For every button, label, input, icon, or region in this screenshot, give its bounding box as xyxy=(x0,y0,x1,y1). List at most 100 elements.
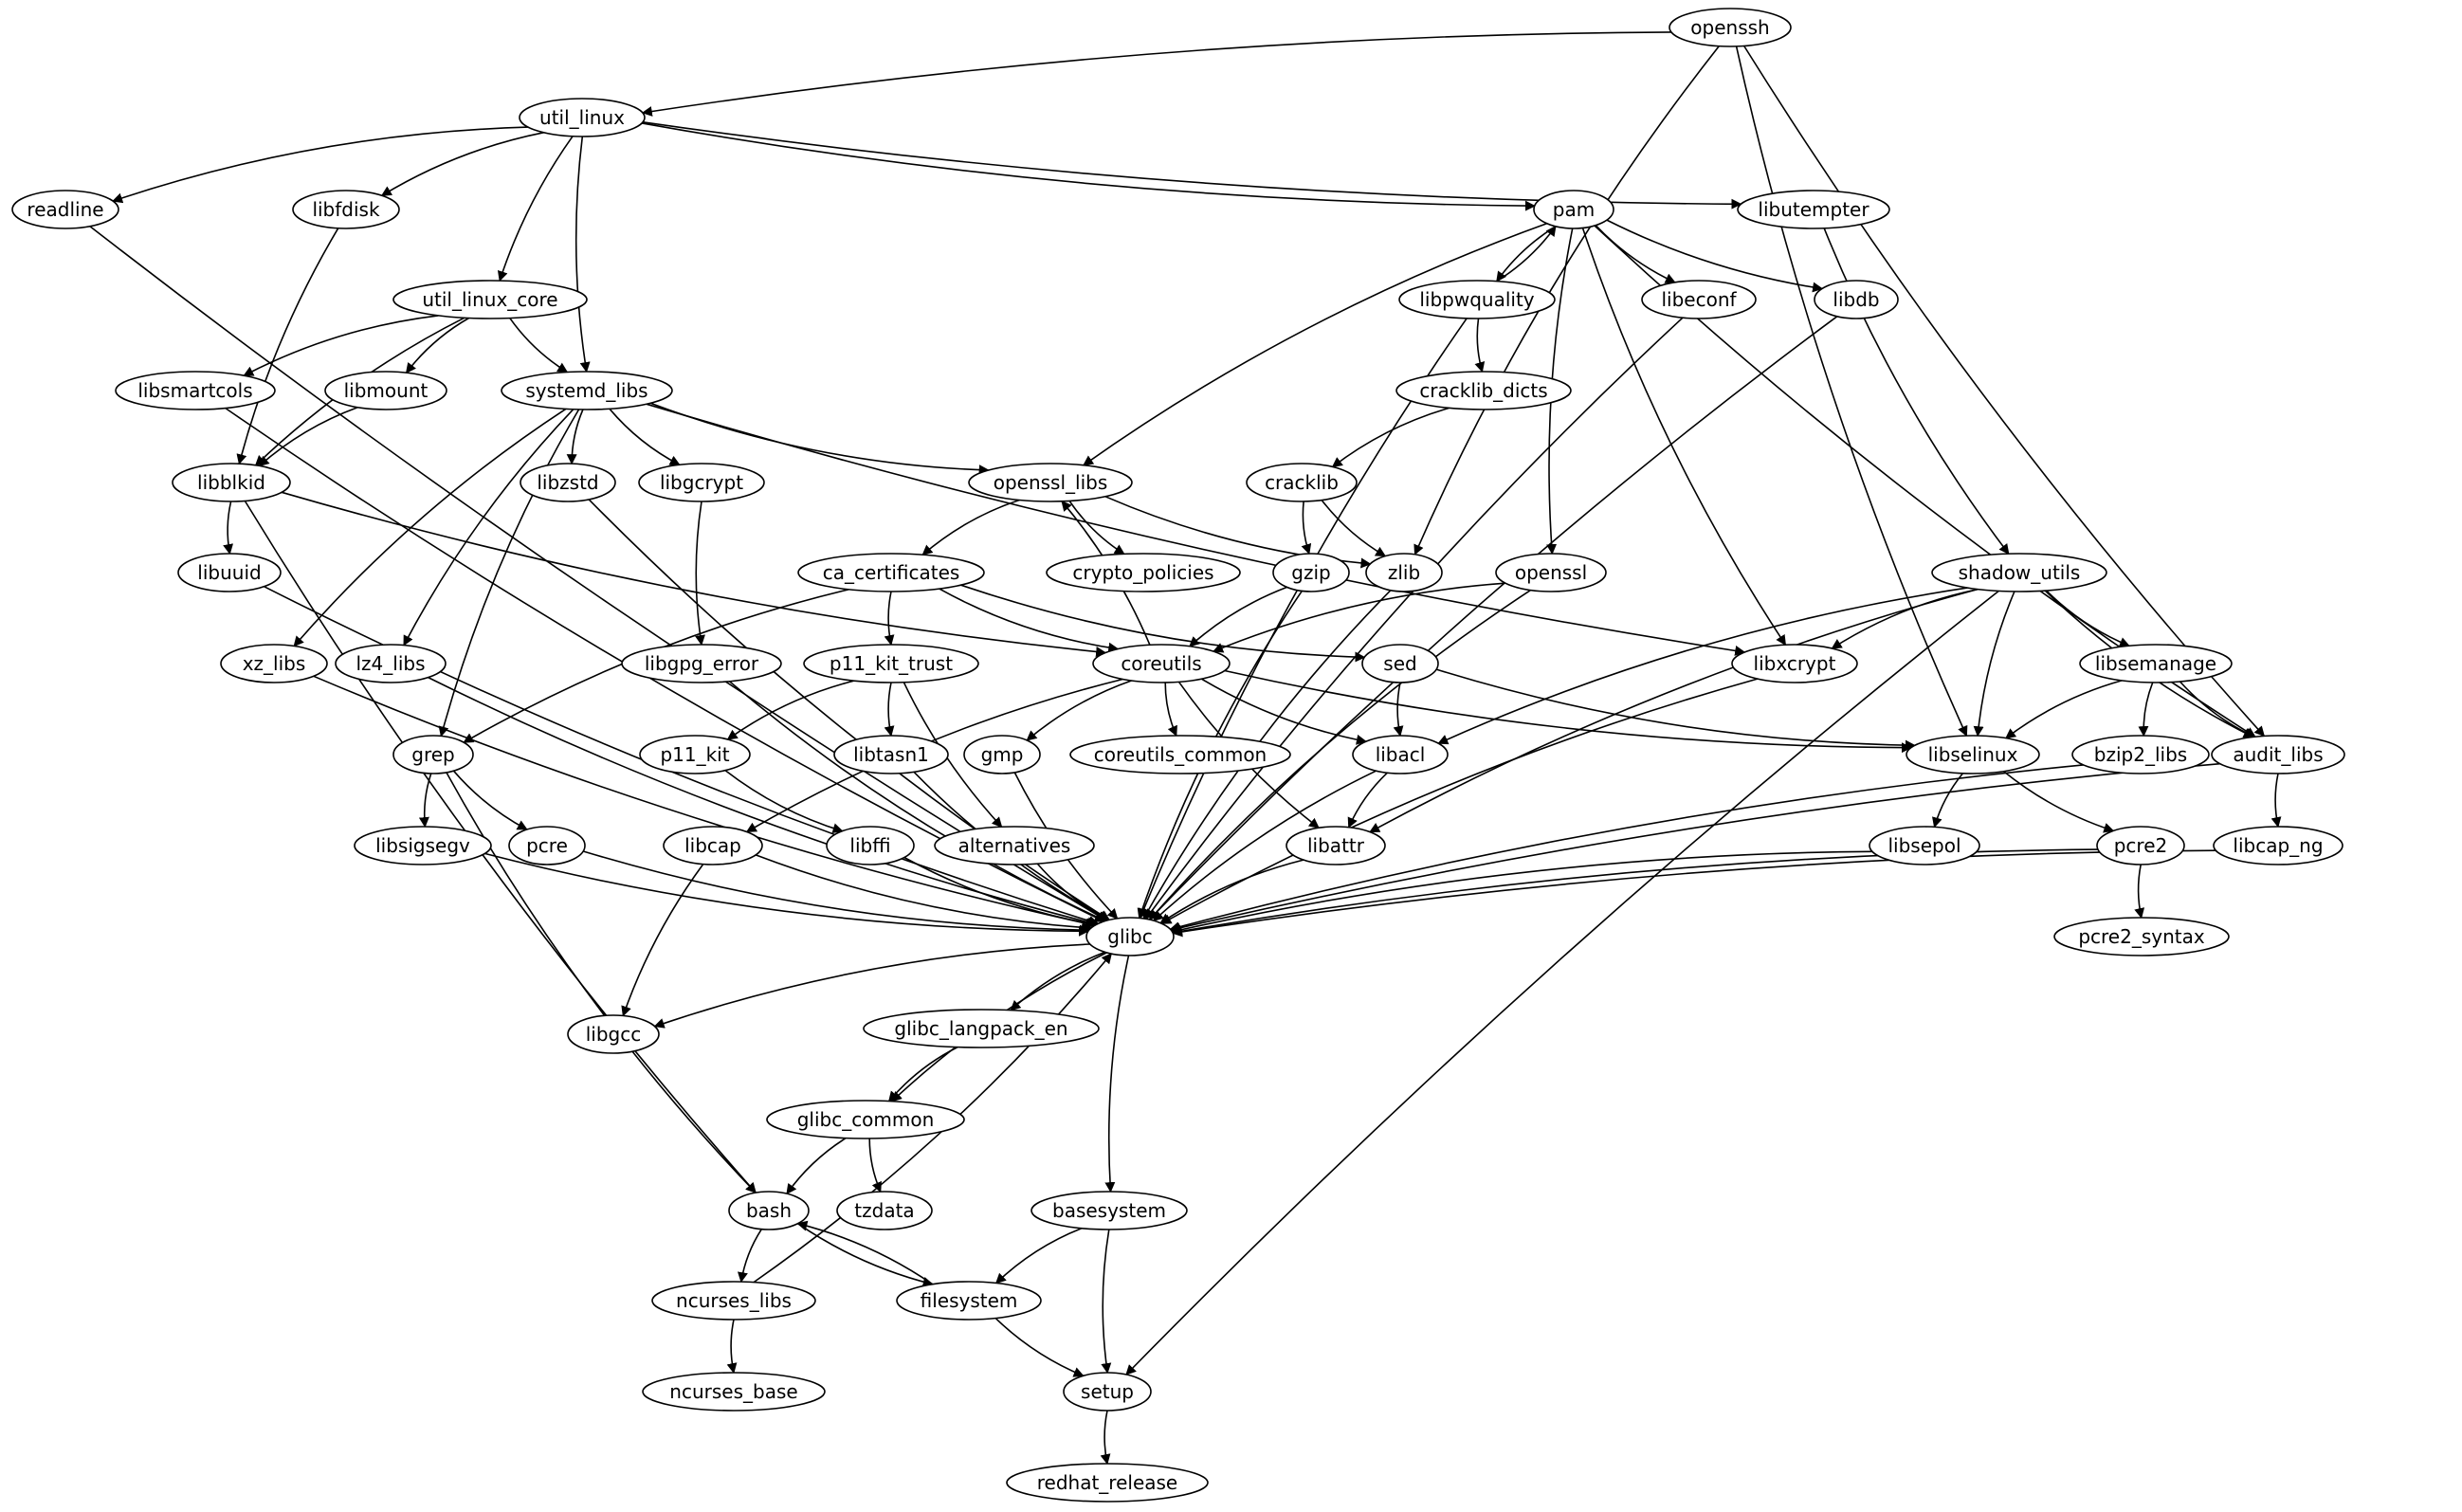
edge-systemd_libs-to-libxcrypt xyxy=(646,403,1746,656)
edge-basesystem-to-setup xyxy=(1101,1229,1112,1375)
node-libmount-label: libmount xyxy=(344,379,429,402)
node-zlib: zlib xyxy=(1365,553,1443,592)
edge-systemd_libs-to-openssl_libs xyxy=(649,402,990,476)
edge-systemd_libs-to-xz_libs xyxy=(293,408,567,647)
node-libuuid-label: libuuid xyxy=(197,561,261,584)
edge-libacl-to-libattr xyxy=(1347,772,1388,829)
edge-util_linux-to-systemd_libs xyxy=(574,136,591,373)
node-glibc_common-label: glibc_common xyxy=(797,1108,935,1131)
edge-glibc-to-libgcc xyxy=(653,943,1090,1029)
edge-libpwquality-to-cracklib_dicts xyxy=(1474,318,1486,373)
edge-pam-to-libxcrypt xyxy=(1581,228,1787,647)
node-libpwquality-shape xyxy=(1398,280,1556,319)
node-readline-label: readline xyxy=(27,198,103,221)
node-pcre: pcre xyxy=(508,826,586,865)
edge-cracklib-to-zlib xyxy=(1321,500,1387,557)
node-bzip2_libs-shape xyxy=(2071,735,2210,774)
node-libcap_ng-label: libcap_ng xyxy=(2233,834,2323,857)
node-openssh: openssh xyxy=(1669,8,1792,47)
node-bzip2_libs: bzip2_libs xyxy=(2071,735,2210,774)
node-libdb-shape xyxy=(1814,280,1899,319)
node-xz_libs-shape xyxy=(220,644,328,683)
node-crypto_policies-label: crypto_policies xyxy=(1072,561,1213,584)
node-redhat_release-shape xyxy=(1006,1463,1209,1503)
node-glibc_common: glibc_common xyxy=(766,1100,965,1139)
edge-libzstd-to-glibc xyxy=(588,499,1111,921)
node-pam-shape xyxy=(1533,190,1614,229)
edge-openssl_libs-to-ca_certificates xyxy=(921,499,1020,556)
edge-audit_libs-to-libcap_ng xyxy=(2271,773,2282,829)
node-bash-shape xyxy=(728,1191,810,1230)
edge-bash-to-filesystem xyxy=(797,1223,934,1287)
node-ncurses_base-shape xyxy=(642,1372,826,1412)
node-libsigsegv-label: libsigsegv xyxy=(375,834,470,857)
node-redhat_release: redhat_release xyxy=(1006,1463,1209,1503)
node-redhat_release-label: redhat_release xyxy=(1037,1471,1178,1494)
edge-gzip-to-coreutils xyxy=(1189,586,1287,647)
node-libgpg_error-shape xyxy=(621,644,782,683)
node-libsigsegv-shape xyxy=(354,826,492,865)
node-libutempter-shape xyxy=(1737,190,1890,229)
node-cracklib_dicts-shape xyxy=(1395,371,1572,410)
node-libfdisk: libfdisk xyxy=(292,190,400,229)
node-filesystem: filesystem xyxy=(896,1281,1042,1321)
node-systemd_libs-label: systemd_libs xyxy=(525,379,647,402)
node-filesystem-label: filesystem xyxy=(921,1289,1018,1312)
edge-libblkid-to-libuuid xyxy=(223,501,234,556)
node-openssl_libs-label: openssl_libs xyxy=(994,471,1108,494)
node-libtasn1-shape xyxy=(833,735,949,774)
node-crypto_policies-shape xyxy=(1046,553,1241,592)
node-libsemanage: libsemanage xyxy=(2079,644,2233,683)
node-coreutils: coreutils xyxy=(1092,644,1231,683)
edge-libblkid-to-coreutils xyxy=(281,491,1107,657)
edge-ca_certificates-to-sed xyxy=(960,584,1366,663)
node-openssl-label: openssl xyxy=(1515,561,1587,584)
node-libgcc: libgcc xyxy=(567,1014,660,1054)
node-libeconf: libeconf xyxy=(1641,280,1757,319)
edge-ncurses_libs-to-ncurses_base xyxy=(726,1319,738,1375)
node-setup-shape xyxy=(1063,1372,1152,1412)
edge-libsepol-to-glibc xyxy=(1171,850,1873,936)
node-zlib-label: zlib xyxy=(1388,561,1420,584)
edge-layer xyxy=(89,31,2282,1466)
node-libselinux-label: libselinux xyxy=(1928,743,2018,766)
node-libsepol-label: libsepol xyxy=(1888,834,1960,857)
node-ncurses_base-label: ncurses_base xyxy=(669,1380,797,1403)
edge-util_linux-to-readline xyxy=(112,126,529,204)
node-p11_kit-shape xyxy=(639,735,751,774)
edge-pam-to-openssl_libs xyxy=(1083,223,1547,466)
node-libattr: libattr xyxy=(1286,826,1386,865)
node-openssl_libs: openssl_libs xyxy=(968,463,1133,502)
node-libdb: libdb xyxy=(1814,280,1899,319)
node-libpwquality-label: libpwquality xyxy=(1419,288,1534,311)
node-libgcrypt-shape xyxy=(638,463,765,502)
edge-pcre2-to-pcre2_syntax xyxy=(2134,864,2145,920)
node-libutempter-label: libutempter xyxy=(1758,198,1869,221)
edge-libgpg_error-to-glibc xyxy=(728,681,1107,922)
edge-systemd_libs-to-libzstd xyxy=(566,409,584,465)
edge-filesystem-to-bash xyxy=(796,1220,934,1285)
node-libgcc-shape xyxy=(567,1014,660,1054)
node-gmp: gmp xyxy=(963,735,1041,774)
node-gmp-label: gmp xyxy=(981,743,1024,766)
edge-libcap-to-libgcc xyxy=(621,864,704,1017)
edge-p11_kit-to-libffi xyxy=(724,770,844,834)
node-systemd_libs: systemd_libs xyxy=(501,371,673,410)
node-libxcrypt: libxcrypt xyxy=(1731,644,1858,683)
node-libxcrypt-shape xyxy=(1731,644,1858,683)
node-setup: setup xyxy=(1063,1372,1152,1412)
node-glibc: glibc xyxy=(1085,917,1175,956)
node-coreutils_common-label: coreutils_common xyxy=(1094,743,1267,766)
node-openssl: openssl xyxy=(1495,553,1607,592)
node-libsepol-shape xyxy=(1869,826,1980,865)
node-pcre2-label: pcre2 xyxy=(2114,834,2168,857)
edge-util_linux_core-to-libsmartcols xyxy=(243,315,439,376)
edge-systemd_libs-to-grep xyxy=(438,409,580,738)
node-coreutils_common-shape xyxy=(1069,735,1291,774)
node-libsmartcols-shape xyxy=(115,371,276,410)
edge-alternatives-to-glibc xyxy=(1036,863,1110,921)
edge-libfdisk-to-libblkid xyxy=(236,228,339,465)
node-ncurses_libs: ncurses_libs xyxy=(651,1281,816,1321)
